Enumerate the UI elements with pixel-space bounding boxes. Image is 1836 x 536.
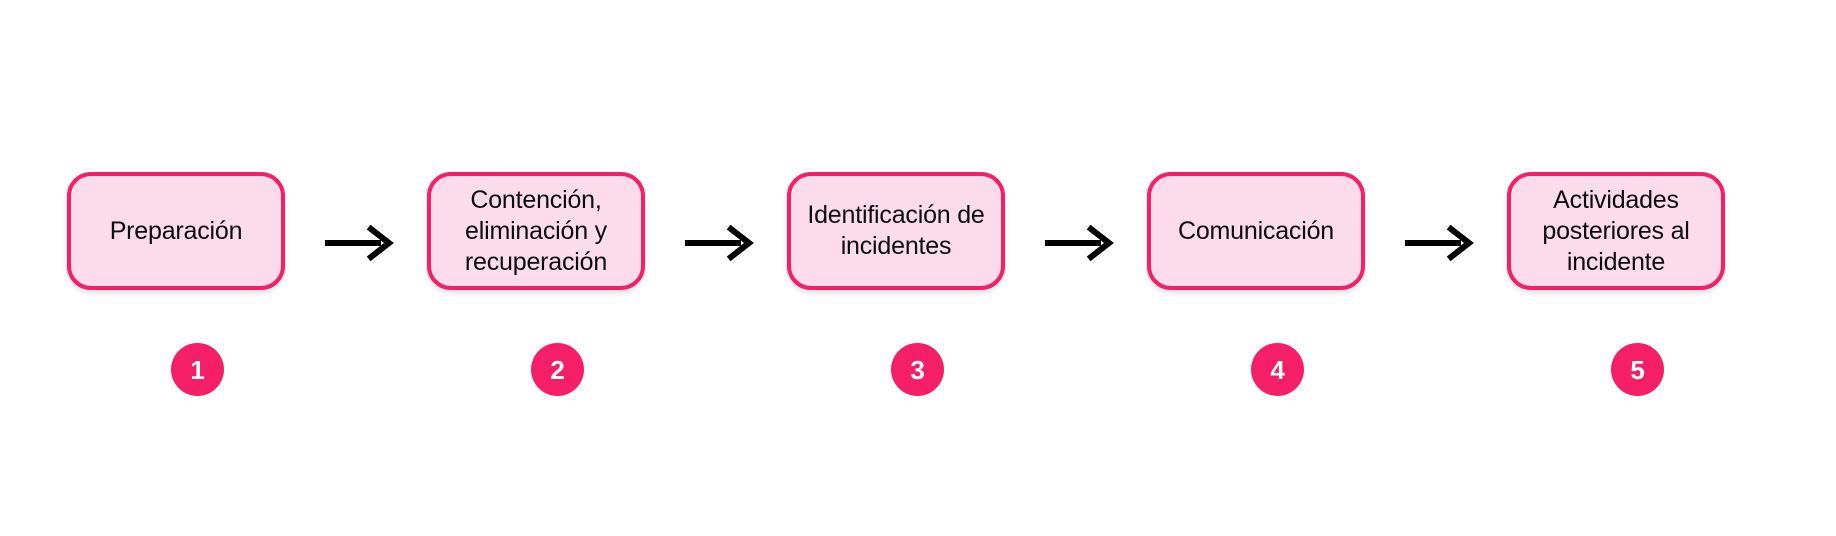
step-badge-4: 4 (1251, 343, 1304, 396)
step-badge-3: 3 (891, 343, 944, 396)
step-badge-number-5: 5 (1630, 354, 1645, 385)
step-badge-5: 5 (1611, 343, 1664, 396)
step-box-1[interactable]: Preparación (67, 172, 285, 290)
step-box-4[interactable]: Comunicación (1147, 172, 1365, 290)
step-label-2: Contención, eliminación y recuperación (464, 185, 608, 276)
step-badge-number-4: 4 (1270, 354, 1285, 385)
step-box-3[interactable]: Identificación de incidentes (787, 172, 1005, 290)
step-box-2[interactable]: Contención, eliminación y recuperación (427, 172, 645, 290)
step-badge-number-3: 3 (910, 354, 925, 385)
step-box-5[interactable]: Actividades posteriores al incidente (1507, 172, 1725, 290)
step-badge-2: 2 (531, 343, 584, 396)
arrow-right-icon (323, 224, 397, 262)
step-label-1: Preparación (109, 216, 243, 245)
arrow-right-icon (683, 224, 757, 262)
step-badge-number-1: 1 (190, 354, 205, 385)
arrow-right-icon (1403, 224, 1477, 262)
arrow-right-icon (1043, 224, 1117, 262)
step-label-4: Comunicación (1177, 216, 1334, 245)
step-label-3: Identificación de incidentes (807, 201, 985, 260)
step-label-5: Actividades posteriores al incidente (1542, 185, 1690, 276)
step-badge-number-2: 2 (550, 354, 565, 385)
step-badge-1: 1 (171, 343, 224, 396)
